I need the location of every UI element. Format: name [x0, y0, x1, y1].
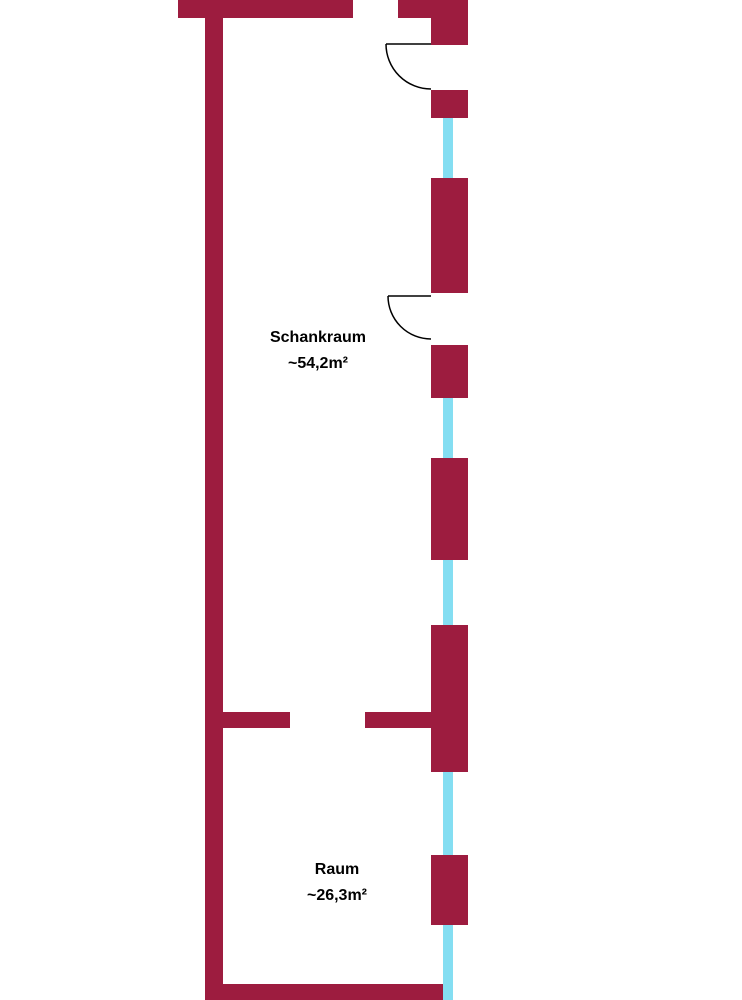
- room-name: Raum: [314, 861, 360, 878]
- wall-right-seg-2: [431, 90, 468, 118]
- door-1: [385, 43, 432, 90]
- wall-right-seg-5: [431, 458, 468, 560]
- window-2: [443, 398, 453, 458]
- wall-right-seg-4: [431, 345, 468, 398]
- wall-left: [205, 0, 223, 1000]
- window-1: [443, 118, 453, 178]
- room-label-raum: Raum ~26,3m²: [257, 857, 417, 909]
- wall-right-seg-3: [431, 178, 468, 293]
- window-4: [443, 772, 453, 855]
- room-area: ~54,2m²: [287, 355, 349, 372]
- wall-right-seg-6: [431, 625, 468, 772]
- wall-right-seg-7: [431, 855, 468, 925]
- door-2-arc: [387, 295, 432, 340]
- wall-right-seg-1: [431, 0, 468, 45]
- room-label-schankraum: Schankraum ~54,2m²: [238, 325, 398, 377]
- room-area: ~26,3m²: [306, 887, 368, 904]
- door-1-arc: [385, 43, 432, 90]
- window-5: [443, 925, 453, 1000]
- room-name: Schankraum: [269, 329, 367, 346]
- window-3: [443, 560, 453, 625]
- partition-wall-right: [365, 712, 432, 728]
- wall-bottom: [205, 984, 443, 1000]
- door-2: [387, 295, 432, 340]
- partition-wall-left: [222, 712, 290, 728]
